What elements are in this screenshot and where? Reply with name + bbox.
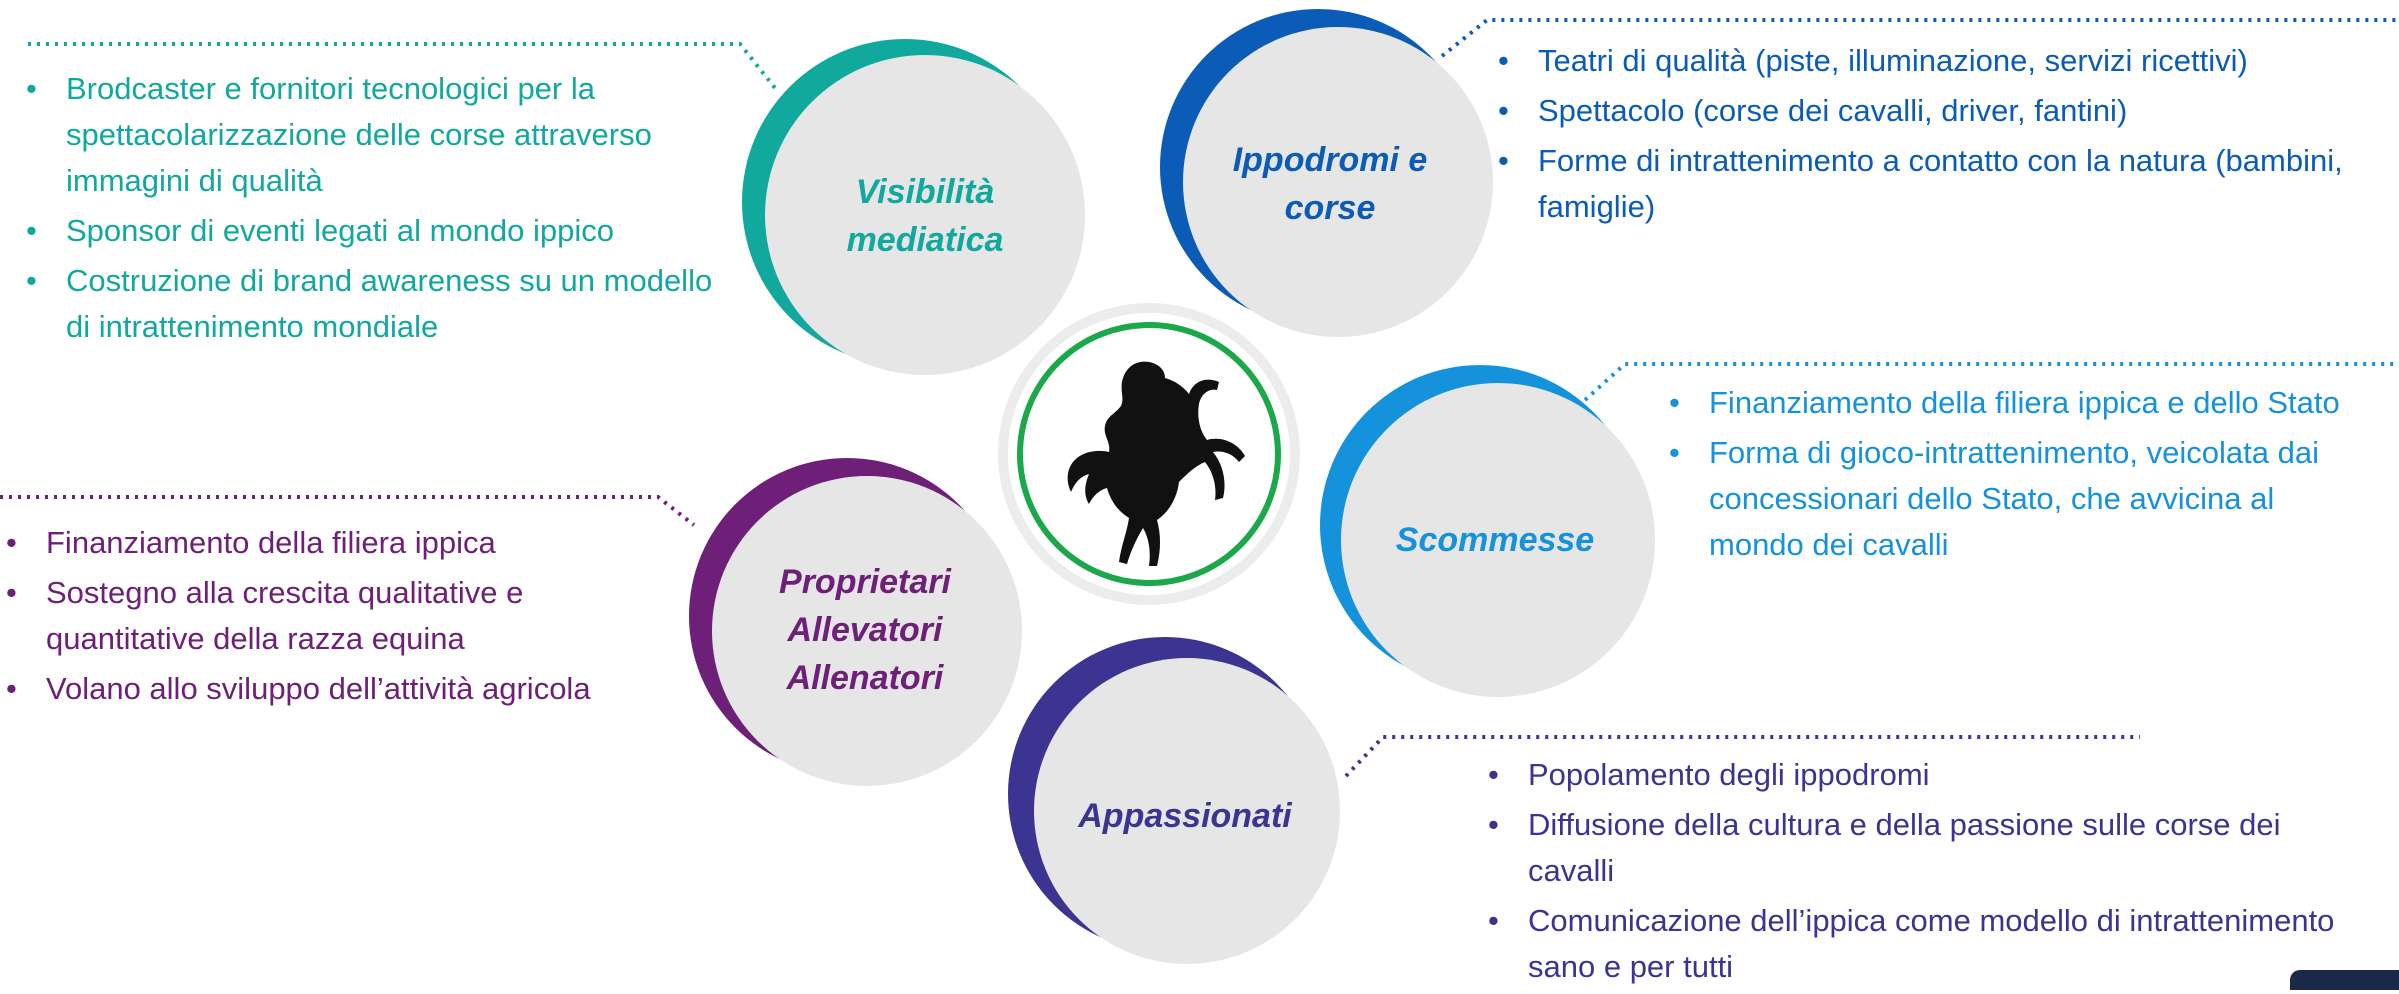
node-proprietari xyxy=(689,458,1022,786)
visibilita-line2: mediatica xyxy=(846,221,1004,259)
node-appassionati xyxy=(1008,637,1340,964)
connector-scommesse xyxy=(1583,362,2399,402)
list-item: Finanziamento della filiera ippica xyxy=(4,520,684,566)
appassionati-line1: Appassionati xyxy=(1078,797,1292,835)
list-item: Forma di gioco-intrattenimento, veicolat… xyxy=(1667,430,2367,568)
list-item: Brodcaster e fornitori tecnologici per l… xyxy=(24,66,724,204)
list-item: Volano allo sviluppo dell’attività agric… xyxy=(4,666,684,712)
list-appassionati: Popolamento degli ippodromi Diffusione d… xyxy=(1486,752,2366,994)
visibilita-line1: Visibilità xyxy=(855,173,995,211)
node-label-visibilita: Visibilità mediatica xyxy=(805,160,1045,272)
proprietari-line3: Allenatori xyxy=(786,659,944,697)
corner-accent xyxy=(2290,970,2399,990)
rearing-horse-icon xyxy=(1009,312,1289,592)
ippodromi-line1: Ippodromi e xyxy=(1232,141,1428,179)
node-visibilita xyxy=(742,39,1085,375)
list-scommesse: Finanziamento della filiera ippica e del… xyxy=(1667,380,2367,572)
connector-appassionati xyxy=(1344,735,2140,778)
node-scommesse xyxy=(1320,365,1655,697)
list-item: Spettacolo (corse dei cavalli, driver, f… xyxy=(1496,88,2356,134)
proprietari-line1: Proprietari xyxy=(779,563,951,601)
scommesse-line1: Scommesse xyxy=(1395,521,1595,559)
node-ippodromi xyxy=(1160,9,1493,337)
list-item: Costruzione di brand awareness su un mod… xyxy=(24,258,724,350)
node-label-appassionati: Appassionati xyxy=(1060,788,1310,844)
list-item: Popolamento degli ippodromi xyxy=(1486,752,2366,798)
list-item: Sponsor di eventi legati al mondo ippico xyxy=(24,208,724,254)
node-label-scommesse: Scommesse xyxy=(1380,510,1610,570)
node-label-ippodromi: Ippodromi e corse xyxy=(1210,128,1450,240)
list-ippodromi: Teatri di qualità (piste, illuminazione,… xyxy=(1496,38,2356,234)
node-label-proprietari: Proprietari Allevatori Allenatori xyxy=(745,555,985,705)
connector-proprietari xyxy=(0,495,696,527)
proprietari-line2: Allevatori xyxy=(787,611,943,649)
list-item: Diffusione della cultura e della passion… xyxy=(1486,802,2366,894)
list-item: Teatri di qualità (piste, illuminazione,… xyxy=(1496,38,2356,84)
list-proprietari: Finanziamento della filiera ippica Soste… xyxy=(4,520,684,716)
list-item: Sostegno alla crescita qualitative e qua… xyxy=(4,570,684,662)
ippodromi-line2: corse xyxy=(1284,189,1376,227)
connector-visibilita xyxy=(28,42,777,90)
list-item: Forme di intrattenimento a contatto con … xyxy=(1496,138,2356,230)
list-item: Comunicazione dell’ippica come modello d… xyxy=(1486,898,2366,990)
connector-ippodromi xyxy=(1440,18,2399,58)
list-visibilita: Brodcaster e fornitori tecnologici per l… xyxy=(24,66,724,354)
list-item: Finanziamento della filiera ippica e del… xyxy=(1667,380,2367,426)
